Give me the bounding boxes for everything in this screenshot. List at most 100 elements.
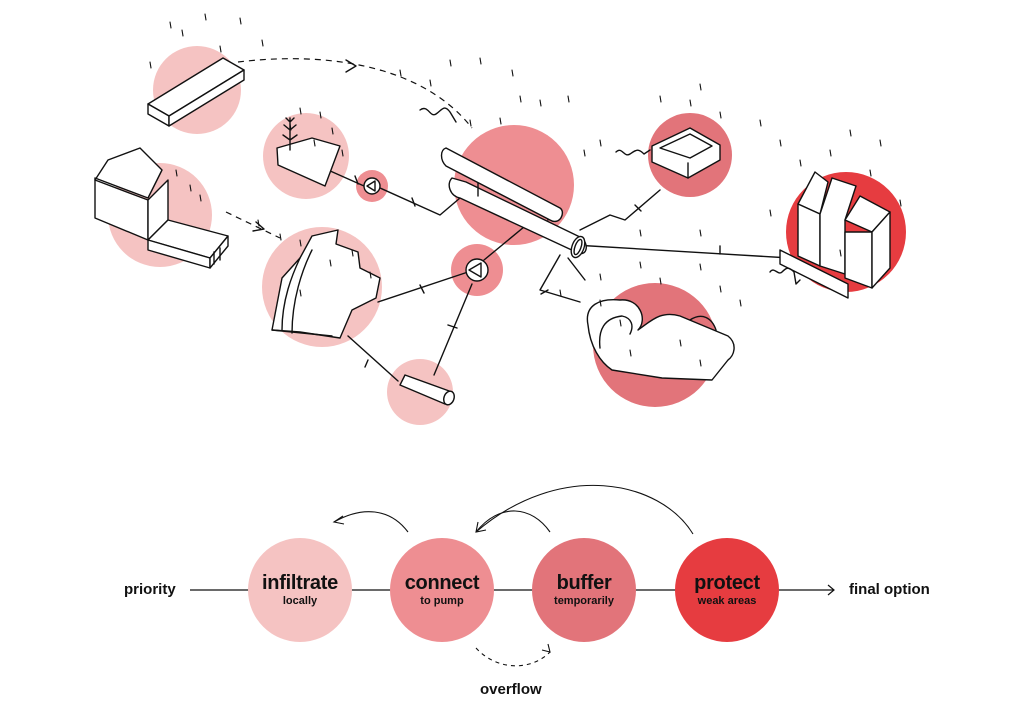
rain-stroke xyxy=(799,159,802,167)
rain-stroke xyxy=(699,83,702,91)
rain-stroke xyxy=(839,249,842,257)
rain-stroke xyxy=(739,299,742,307)
storage-basin-illustration xyxy=(615,127,721,179)
overflow-dashed-arc xyxy=(475,647,551,667)
rain-stroke xyxy=(313,139,316,147)
rain-stroke xyxy=(149,61,152,69)
rain-stroke xyxy=(659,277,662,285)
rain-stroke xyxy=(679,339,682,347)
rain-stroke xyxy=(299,239,302,247)
rain-stroke xyxy=(257,219,260,227)
rain-stroke xyxy=(539,99,542,107)
final-option-label: final option xyxy=(849,581,930,598)
rain-stroke xyxy=(449,59,452,67)
protected-buildings-illustration xyxy=(769,171,891,299)
tree-pit-illustration xyxy=(276,117,341,187)
step-connect: connect to pump xyxy=(390,538,494,642)
rain-stroke xyxy=(699,263,702,271)
rain-stroke xyxy=(639,229,642,237)
step-buffer: buffer temporarily xyxy=(532,538,636,642)
dashed-flow-roof-to-canal xyxy=(237,58,473,129)
rain-stroke xyxy=(583,149,586,157)
arc-protect-to-connect xyxy=(475,484,694,535)
rain-stroke xyxy=(181,29,184,37)
arrow-head-icon xyxy=(541,643,551,653)
arrow-head-icon xyxy=(345,59,357,73)
terraced-field-illustration xyxy=(271,229,381,339)
water-system-sketch xyxy=(94,13,906,425)
rain-stroke xyxy=(719,285,722,293)
rain-stroke xyxy=(429,79,432,87)
step-title: infiltrate xyxy=(262,572,338,594)
step-subtitle: weak areas xyxy=(697,595,757,607)
arrow-head-icon xyxy=(475,521,487,533)
rain-stroke xyxy=(169,21,172,29)
axis-arrow-head-icon xyxy=(827,584,835,596)
rain-stroke xyxy=(319,111,322,119)
step-subtitle: temporarily xyxy=(554,595,614,607)
step-infiltrate: infiltrate locally xyxy=(248,538,352,642)
rain-stroke xyxy=(469,119,472,127)
arc-buffer-to-connect xyxy=(475,510,551,533)
rain-stroke xyxy=(341,149,344,157)
rain-stroke xyxy=(261,39,264,47)
rain-stroke xyxy=(479,57,482,65)
rain-stroke xyxy=(769,209,772,217)
rain-stroke xyxy=(759,119,762,127)
priority-flow-diagram: priority final option overflow infiltrat… xyxy=(0,440,1024,724)
arrow-head-icon xyxy=(332,515,345,525)
priority-label: priority xyxy=(124,581,176,598)
rain-stroke xyxy=(559,289,562,297)
step-title: protect xyxy=(694,572,760,594)
rain-stroke xyxy=(599,273,602,281)
rain-stroke xyxy=(219,45,222,53)
canal-pipe-illustration xyxy=(419,107,587,259)
rain-stroke xyxy=(329,259,332,267)
rain-stroke xyxy=(699,229,702,237)
step-protect: protect weak areas xyxy=(675,538,779,642)
rain-stroke xyxy=(519,95,522,103)
step-title: connect xyxy=(404,572,480,594)
pump-large-icon xyxy=(465,258,489,282)
rain-stroke xyxy=(719,111,722,119)
rain-stroke xyxy=(199,194,202,202)
rain-marks xyxy=(149,13,902,367)
pump-small-icon xyxy=(363,177,381,195)
rain-stroke xyxy=(849,129,852,137)
rain-stroke xyxy=(369,271,372,279)
rain-stroke xyxy=(829,149,832,157)
rain-stroke xyxy=(175,169,178,177)
step-subtitle: locally xyxy=(282,595,318,607)
rain-stroke xyxy=(279,233,282,241)
rain-stroke xyxy=(599,139,602,147)
green-roof-illustration xyxy=(147,57,245,127)
rain-stroke xyxy=(511,69,514,77)
rain-stroke xyxy=(639,261,642,269)
rain-stroke xyxy=(351,249,354,257)
rain-stroke xyxy=(299,289,302,297)
rain-stroke xyxy=(619,319,622,327)
rain-stroke xyxy=(299,107,302,115)
rain-stroke xyxy=(629,349,632,357)
rain-stroke xyxy=(599,299,602,307)
house-illustration xyxy=(94,147,229,269)
pipe-network xyxy=(327,169,791,382)
step-subtitle: to pump xyxy=(420,595,464,607)
rain-stroke xyxy=(331,127,334,135)
rain-stroke xyxy=(899,199,902,207)
rain-stroke xyxy=(659,95,662,103)
overflow-label: overflow xyxy=(480,681,542,698)
rain-stroke xyxy=(399,69,402,77)
rain-stroke xyxy=(689,99,692,107)
step-title: buffer xyxy=(556,572,612,594)
infiltration-tube-illustration xyxy=(399,374,455,406)
rain-stroke xyxy=(869,169,872,177)
rain-stroke xyxy=(204,13,207,21)
rain-stroke xyxy=(239,17,242,25)
retention-pond-illustration xyxy=(586,298,735,381)
rain-stroke xyxy=(879,139,882,147)
arc-connect-to-infiltrate xyxy=(333,511,409,533)
rain-stroke xyxy=(499,117,502,125)
rain-stroke xyxy=(699,359,702,367)
rain-stroke xyxy=(189,184,192,192)
